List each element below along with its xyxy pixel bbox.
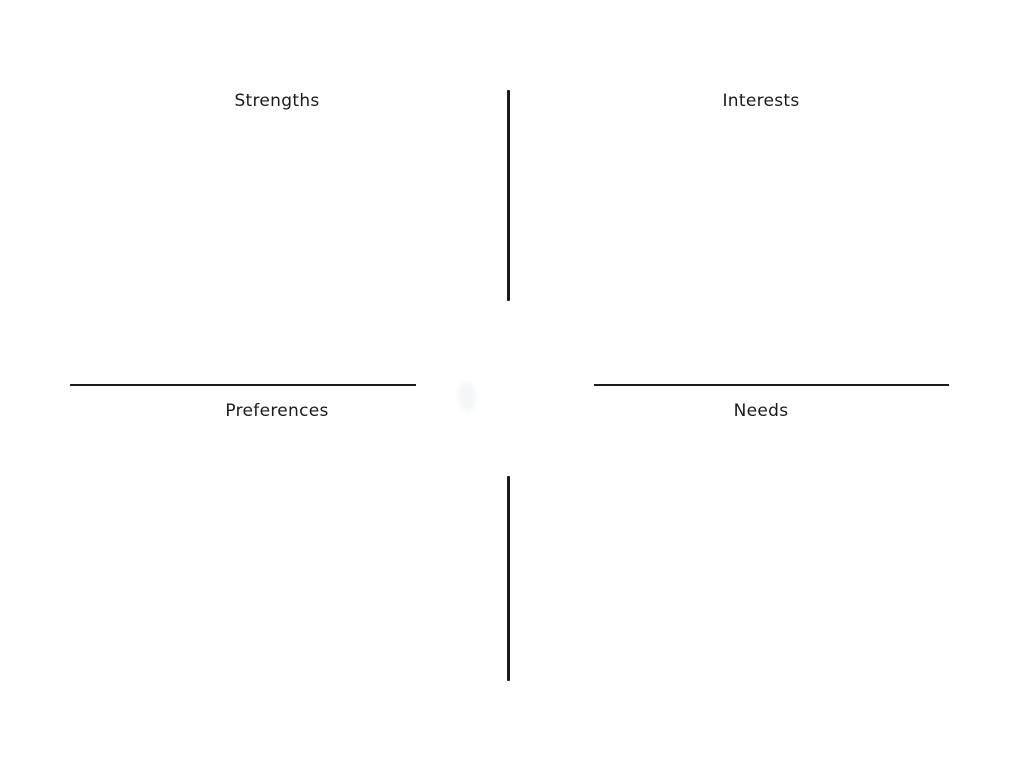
quadrant-label-needs: Needs [733, 401, 789, 421]
quadrant-label-interests: Interests [722, 91, 800, 111]
quadrant-label-strengths: Strengths [234, 91, 320, 111]
horizontal-divider-left [70, 384, 416, 386]
center-smudge [458, 382, 476, 412]
vertical-divider-bottom [507, 476, 510, 681]
horizontal-divider-right [594, 384, 949, 386]
quadrant-label-preferences: Preferences [225, 401, 329, 421]
vertical-divider-top [507, 90, 510, 301]
